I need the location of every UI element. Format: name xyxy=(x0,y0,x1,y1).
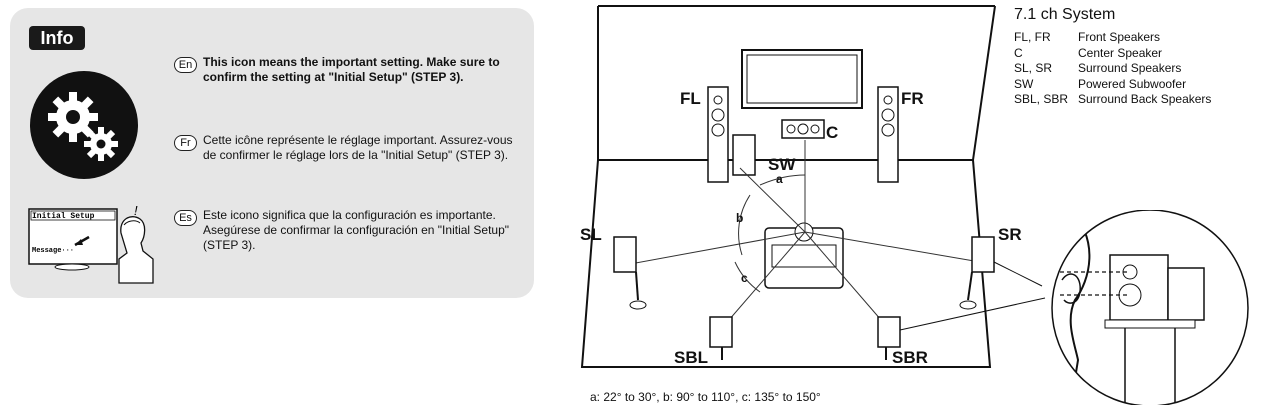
label-sbl: SBL xyxy=(674,348,708,367)
angle-caption: a: 22° to 30°, b: 90° to 110°, c: 135° t… xyxy=(590,390,821,404)
surround-right-speaker xyxy=(959,236,995,310)
info-text-fr: Cette icône représente le réglage import… xyxy=(203,133,513,162)
front-left-speaker xyxy=(707,86,729,183)
gear-icon xyxy=(30,71,138,179)
screen-title: Initial Setup xyxy=(32,212,95,221)
label-fl: FL xyxy=(680,89,701,108)
front-right-speaker xyxy=(877,86,899,183)
label-sw: SW xyxy=(768,155,796,174)
screen-message: Message··· xyxy=(32,247,74,255)
info-text-en: This icon means the important setting. M… xyxy=(203,55,500,84)
info-badge: Info xyxy=(29,26,85,50)
label-sr: SR xyxy=(998,225,1022,244)
lang-es-badge: Es xyxy=(174,210,197,226)
speaker-layout-diagram: FL FR C SW SL SR SBL SBR a b c xyxy=(580,5,1046,368)
exclaim-mark: ! xyxy=(134,203,138,218)
label-angle-b: b xyxy=(736,211,743,225)
label-angle-c: c xyxy=(741,271,748,285)
lang-en-badge: En xyxy=(174,57,197,73)
surround-back-left-speaker xyxy=(709,316,733,360)
label-sl: SL xyxy=(580,225,602,244)
setup-screen-illustration: Initial Setup Message··· ! xyxy=(28,203,154,284)
label-sbr: SBR xyxy=(892,348,928,367)
info-text-es: Este icono significa que la configuració… xyxy=(203,208,510,252)
legend-title: 7.1 ch System xyxy=(1014,6,1116,23)
lang-fr-badge: Fr xyxy=(174,135,197,151)
surround-left-speaker xyxy=(613,236,647,310)
label-fr: FR xyxy=(901,89,924,108)
ear-height-zoom-illustration xyxy=(1051,210,1249,405)
label-c: C xyxy=(826,123,838,142)
label-angle-a: a xyxy=(776,172,783,186)
surround-back-right-speaker xyxy=(877,316,901,360)
